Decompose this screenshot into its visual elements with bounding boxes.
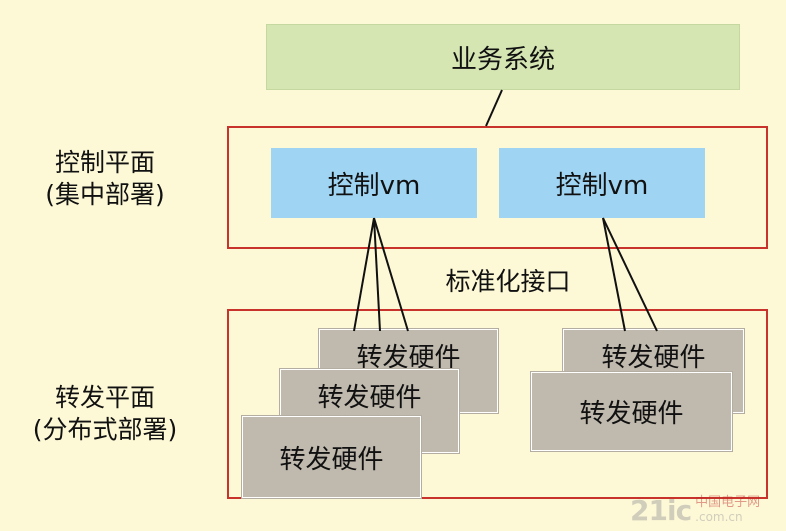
forwarding-hardware-label: 转发硬件 <box>279 444 384 475</box>
control-plane-title-line1: 控制平面 <box>54 148 155 177</box>
business-system-label: 业务系统 <box>450 44 555 75</box>
forwarding-plane-frame <box>227 309 768 499</box>
forwarding-hardware-left-front: 转发硬件 <box>242 416 421 498</box>
connector-business-to-control <box>485 89 503 127</box>
forwarding-hardware-label: 转发硬件 <box>356 343 461 373</box>
control-plane-frame <box>227 126 768 249</box>
forwarding-plane-title-line1: 转发平面 <box>54 383 155 412</box>
forwarding-plane-title-line2: (分布式部署) <box>32 415 178 444</box>
control-plane-title: 控制平面 (集中部署) <box>10 147 200 211</box>
forwarding-hardware-label: 转发硬件 <box>579 399 684 429</box>
watermark-logo: 21ic 中国电子网 .com.cn <box>630 492 780 528</box>
control-vm-left-label: 控制vm <box>327 170 421 201</box>
forwarding-plane-title: 转发平面 (分布式部署) <box>10 382 200 446</box>
standard-interface-label: 标准化接口 <box>445 267 571 296</box>
control-vm-right: 控制vm <box>499 148 705 218</box>
control-vm-right-label: 控制vm <box>555 170 649 201</box>
forwarding-hardware-right-front: 转发硬件 <box>531 372 732 451</box>
watermark-en: .com.cn <box>695 510 743 524</box>
forwarding-hardware-label: 转发硬件 <box>317 383 422 413</box>
watermark-cn: 中国电子网 <box>695 495 761 510</box>
business-system-box: 业务系统 <box>266 24 740 90</box>
control-plane-title-line2: (集中部署) <box>45 180 165 209</box>
forwarding-hardware-label: 转发硬件 <box>601 343 706 373</box>
control-vm-left: 控制vm <box>271 148 477 218</box>
watermark-number: 21ic <box>630 493 692 527</box>
